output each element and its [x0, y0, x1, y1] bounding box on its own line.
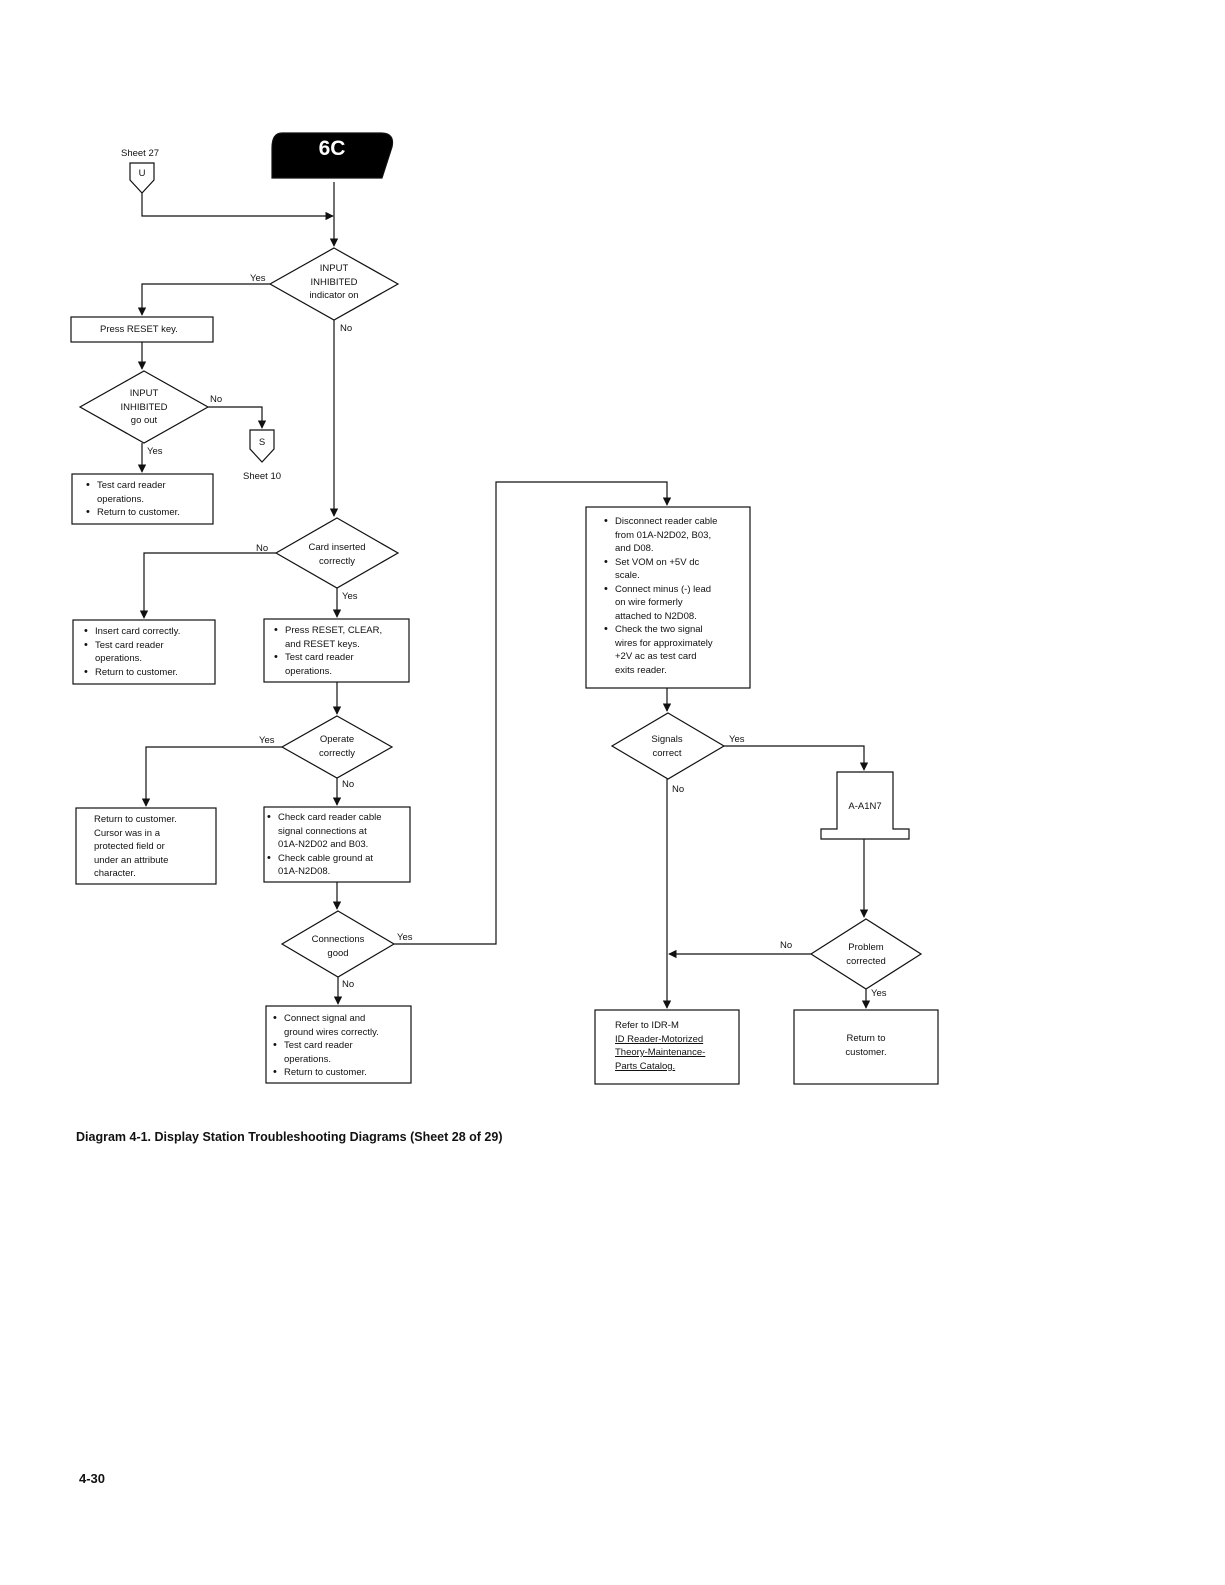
box-text-line: customer.: [845, 1046, 887, 1058]
decision-operate-text: Operate correctly: [319, 734, 355, 759]
box-return-customer-text: Return to customer.: [845, 1032, 886, 1059]
decision-input-inhibited-out: [78, 370, 210, 444]
box-text-line: Return to: [846, 1033, 886, 1044]
box-text-line: Parts Catalog.: [615, 1060, 676, 1072]
decision-card-inserted-text: Card inserted correctly: [308, 542, 366, 567]
branch-no-label: No: [342, 779, 355, 790]
entry-badge-label: 6C: [318, 137, 346, 160]
entry-badge-shape: [271, 132, 394, 179]
box-text-line: Press RESET key.: [100, 324, 178, 335]
connector-s-letter: S: [258, 437, 266, 448]
connector-u-sheet: Sheet 27: [121, 148, 160, 159]
decision-problem-text: Problem corrected: [846, 942, 886, 967]
box-text-line: Test card reader: [86, 479, 180, 493]
box-text-line: wires for approximately: [615, 637, 713, 649]
box-text-line: and RESET keys.: [285, 638, 360, 650]
branch-no-label: No: [340, 323, 353, 334]
box-text-line: ID Reader-Motorized: [615, 1033, 704, 1045]
box-text-line: Connect minus (-) lead: [604, 583, 717, 597]
box-text-line: Set VOM on +5V dc: [604, 556, 717, 570]
box-text-line: under an attribute: [94, 854, 169, 866]
box-text-line: signal connections at: [278, 825, 367, 837]
box-text-line: Press RESET, CLEAR,: [274, 624, 382, 638]
box-text-line: exits reader.: [615, 664, 667, 676]
box-insert-card-text: Insert card correctly.Test card readerop…: [84, 625, 180, 679]
box-text-line: operations.: [97, 493, 145, 505]
box-press-keys-text: Press RESET, CLEAR,and RESET keys.Test c…: [274, 624, 382, 678]
box-text-line: Check card reader cable: [267, 811, 382, 825]
decision-input-inhibited-on-text: INPUT INHIBITED indicator on: [309, 263, 359, 301]
box-return-cursor-text: Return to customer. Cursor was in a protec…: [94, 813, 177, 881]
decision-signals: [610, 712, 726, 780]
decision-signals-text: Signals correct: [651, 734, 683, 759]
branch-yes-label: Yes: [147, 446, 163, 457]
box-text-line: protected field or: [94, 841, 165, 852]
branch-yes-label: Yes: [259, 735, 275, 746]
connector-a-symbol: [820, 771, 910, 840]
branch-no-label: No: [342, 979, 355, 990]
box-text-line: Return to customer.: [94, 814, 177, 825]
box-text-line: Test card reader: [274, 651, 382, 665]
box-text-line: Refer to IDR-M: [615, 1020, 679, 1031]
box-press-reset-text: Press RESET key.: [100, 323, 178, 337]
box-text-line: Return to customer.: [273, 1066, 379, 1080]
connector-s-symbol: [249, 429, 275, 463]
box-text-line: 01A-N2D08.: [278, 866, 331, 877]
branch-yes-label: Yes: [397, 932, 413, 943]
box-text-line: operations.: [285, 665, 333, 677]
box-return-customer: [793, 1009, 939, 1085]
box-text-line: 01A-N2D02 and B03.: [278, 839, 369, 850]
box-text-line: Disconnect reader cable: [604, 515, 717, 529]
connector-u-symbol: [129, 162, 155, 194]
box-connect-signal: [265, 1005, 412, 1084]
box-text-line: Check cable ground at: [267, 852, 382, 866]
box-test-return: [71, 473, 214, 525]
box-disconnect: [585, 506, 751, 689]
box-text-line: Cursor was in a: [94, 827, 160, 839]
box-text-line: Return to customer.: [86, 506, 180, 520]
branch-no-label: No: [210, 394, 223, 405]
box-text-line: operations.: [284, 1053, 332, 1065]
branch-yes-label: Yes: [871, 988, 887, 999]
box-refer: [594, 1009, 740, 1085]
branch-no-label: No: [672, 784, 685, 795]
decision-input-inhibited-out-text: INPUT INHIBITED go out: [120, 388, 168, 426]
box-text-line: on wire formerly: [615, 597, 683, 608]
branch-yes-label: Yes: [729, 734, 745, 745]
connector-a-label: A-A1N7: [848, 801, 882, 812]
decision-connections-text: Connections good: [311, 934, 365, 959]
box-insert-card: [72, 619, 216, 685]
branch-yes-label: Yes: [250, 273, 266, 284]
box-text-line: ground wires correctly.: [284, 1026, 379, 1038]
box-text-line: attached to N2D08.: [615, 610, 697, 622]
box-text-line: from 01A-N2D02, B03,: [615, 529, 712, 541]
box-text-line: Connect signal and: [273, 1012, 379, 1026]
box-text-line: +2V ac as test card: [615, 651, 697, 662]
box-text-line: Check the two signal: [604, 623, 717, 637]
box-text-line: scale.: [615, 570, 640, 581]
box-text-line: Test card reader: [84, 639, 180, 653]
box-return-cursor: [75, 807, 217, 885]
box-text-line: Insert card correctly.: [84, 625, 180, 639]
box-text-line: Return to customer.: [84, 666, 180, 680]
connector-u-letter: U: [138, 168, 146, 179]
box-text-line: Theory-Maintenance-: [615, 1047, 706, 1058]
page-number: 4-30: [79, 1471, 106, 1486]
branch-yes-label: Yes: [342, 591, 358, 602]
figure-caption: Diagram 4-1. Display Station Troubleshoo…: [76, 1130, 503, 1144]
box-text-line: and D08.: [615, 543, 654, 554]
box-text-line: character.: [94, 868, 136, 879]
box-text-line: Test card reader: [273, 1039, 379, 1053]
connector-s-sheet: Sheet 10: [243, 471, 282, 482]
branch-no-label: No: [256, 543, 269, 554]
box-text-line: operations.: [95, 653, 143, 664]
branch-no-label: No: [780, 940, 793, 951]
